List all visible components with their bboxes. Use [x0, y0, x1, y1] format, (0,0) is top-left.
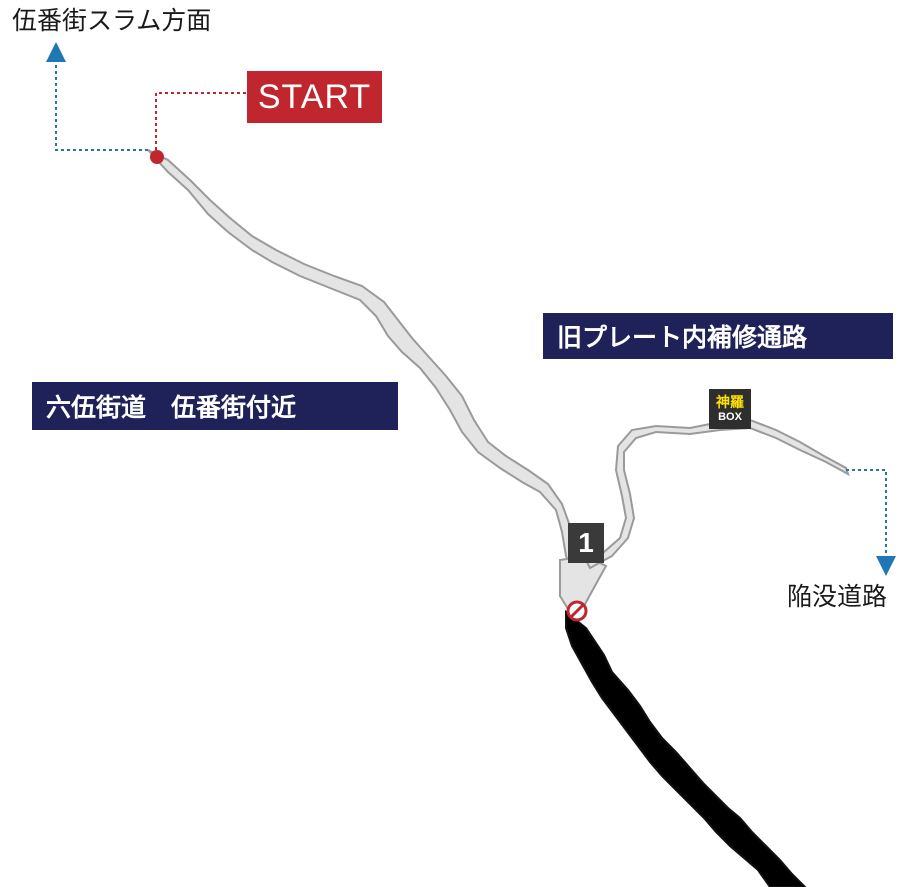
box-marker-top-label: 神羅 — [716, 394, 744, 411]
point-number-marker: 1 — [568, 523, 604, 563]
no-entry-icon — [566, 600, 588, 622]
shinra-box-marker: 神羅 BOX — [709, 389, 751, 429]
destination-south-east-label: 陥没道路 — [787, 582, 888, 611]
start-badge: START — [247, 71, 382, 123]
collapsed-road — [565, 609, 807, 887]
box-marker-bottom-label: BOX — [718, 410, 742, 423]
route-to-south-east — [846, 469, 896, 576]
road-right — [584, 418, 850, 570]
route-to-start-label — [155, 92, 246, 156]
route-to-north — [46, 42, 148, 151]
start-point-dot — [150, 150, 164, 164]
road-left — [147, 149, 588, 574]
destination-north-label: 伍番街スラム方面 — [12, 6, 212, 35]
area-banner-left: 六伍街道 伍番街付近 — [32, 382, 398, 430]
area-banner-right: 旧プレート内補修通路 — [543, 313, 893, 359]
